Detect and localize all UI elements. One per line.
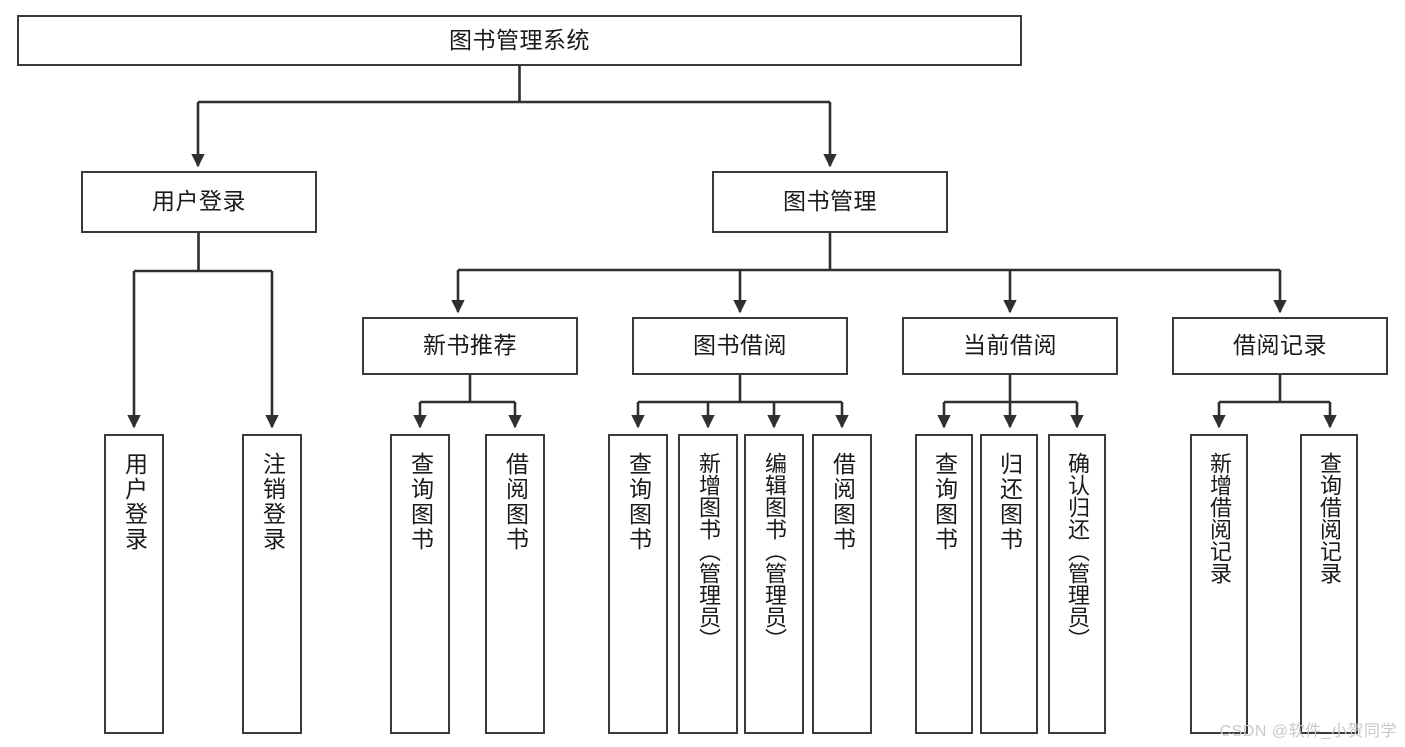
node-book-management[interactable]: 图书管理 <box>712 171 948 233</box>
node-label: 借阅图书 <box>829 452 856 552</box>
node-label: 新增借阅记录 <box>1207 452 1232 584</box>
node-label: 当前借阅 <box>963 332 1057 359</box>
node-label: 图书管理系统 <box>449 26 590 53</box>
node-label: 查询借阅记录 <box>1317 452 1342 584</box>
node-new-book-recommend[interactable]: 新书推荐 <box>362 317 578 375</box>
node-label: 借阅记录 <box>1233 332 1327 359</box>
node-label: 新增图书（管理员） <box>696 452 721 650</box>
node-borrow-record[interactable]: 借阅记录 <box>1172 317 1388 375</box>
node-leaf-query-book-current[interactable]: 查询图书 <box>915 434 973 734</box>
node-label: 图书管理 <box>783 188 877 215</box>
node-user-login[interactable]: 用户登录 <box>81 171 317 233</box>
node-label: 归还图书 <box>996 452 1023 552</box>
node-label: 查询图书 <box>625 452 652 552</box>
node-label: 用户登录 <box>152 188 246 215</box>
node-label: 新书推荐 <box>423 332 517 359</box>
node-leaf-confirm-return-admin[interactable]: 确认归还（管理员） <box>1048 434 1106 734</box>
node-label: 图书借阅 <box>693 332 787 359</box>
node-label: 用户登录 <box>121 452 148 552</box>
node-leaf-borrow-book-new[interactable]: 借阅图书 <box>485 434 545 734</box>
node-leaf-borrow-book[interactable]: 借阅图书 <box>812 434 872 734</box>
node-label: 查询图书 <box>931 452 958 552</box>
node-label: 确认归还（管理员） <box>1065 452 1090 650</box>
node-leaf-add-borrow-record[interactable]: 新增借阅记录 <box>1190 434 1248 734</box>
node-leaf-logout[interactable]: 注销登录 <box>242 434 302 734</box>
watermark-csdn: CSDN @软件_小贺同学 <box>1219 723 1397 740</box>
node-label: 注销登录 <box>259 452 286 552</box>
node-leaf-user-login[interactable]: 用户登录 <box>104 434 164 734</box>
node-label: 借阅图书 <box>502 452 529 552</box>
node-leaf-add-book-admin[interactable]: 新增图书（管理员） <box>678 434 738 734</box>
node-root-book-management-system[interactable]: 图书管理系统 <box>17 15 1022 66</box>
node-leaf-edit-book-admin[interactable]: 编辑图书（管理员） <box>744 434 804 734</box>
node-leaf-query-book-borrow[interactable]: 查询图书 <box>608 434 668 734</box>
node-book-borrow[interactable]: 图书借阅 <box>632 317 848 375</box>
node-current-borrow[interactable]: 当前借阅 <box>902 317 1118 375</box>
node-leaf-query-borrow-record[interactable]: 查询借阅记录 <box>1300 434 1358 734</box>
node-label: 编辑图书（管理员） <box>762 452 787 650</box>
node-leaf-query-book-new[interactable]: 查询图书 <box>390 434 450 734</box>
node-leaf-return-book[interactable]: 归还图书 <box>980 434 1038 734</box>
node-label: 查询图书 <box>407 452 434 552</box>
